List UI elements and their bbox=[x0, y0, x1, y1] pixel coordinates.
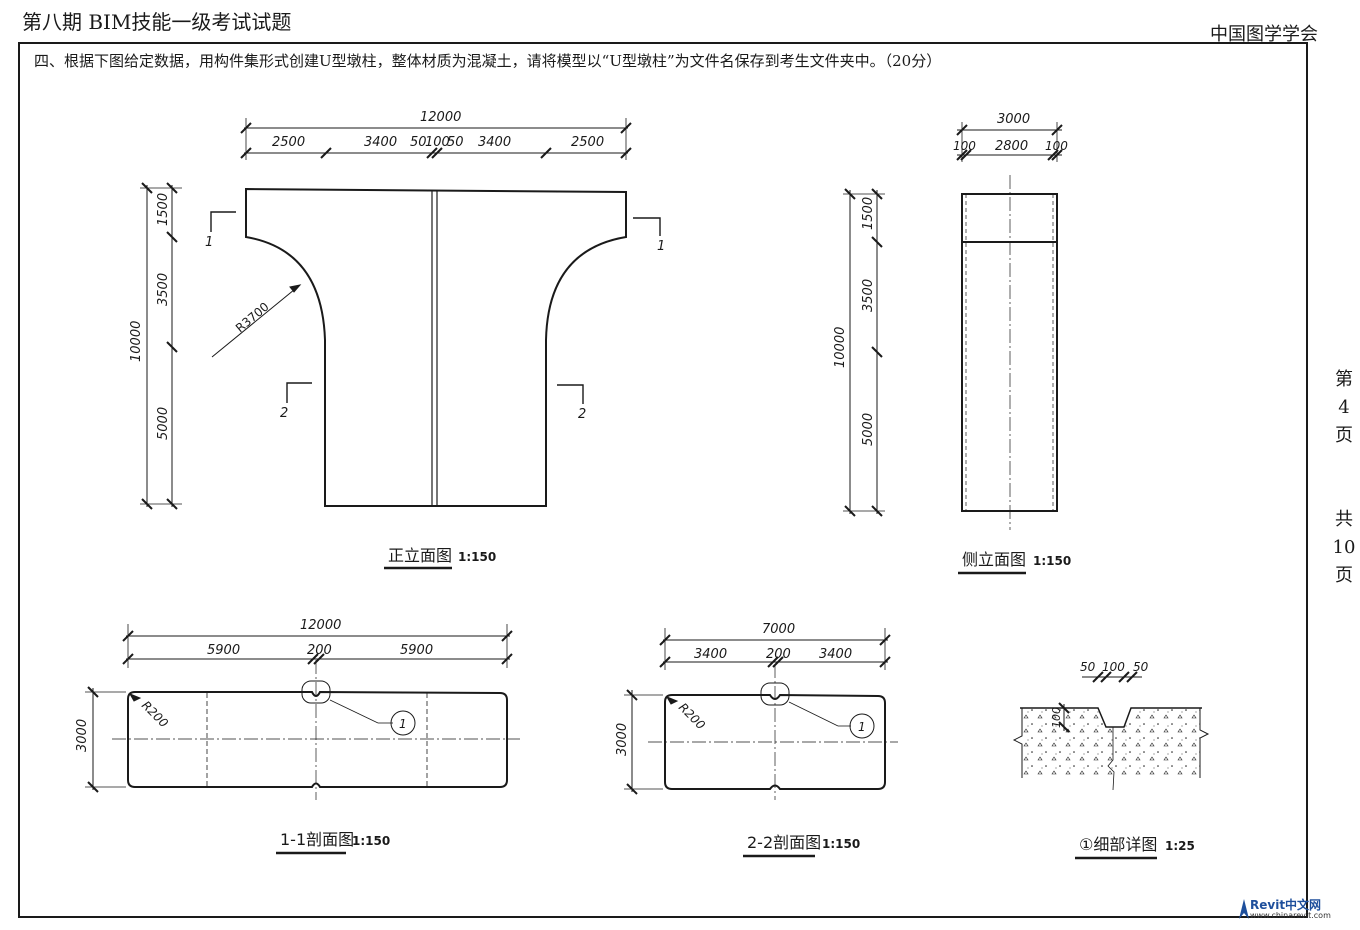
side-dim-left-total: 10000 bbox=[833, 327, 848, 368]
front-radius-label: R3700 bbox=[233, 300, 272, 336]
detail-break-line bbox=[1107, 727, 1115, 791]
detail-scale: 1:25 bbox=[1165, 839, 1195, 853]
detail-outline bbox=[1020, 707, 1202, 728]
front-elevation-view: R3700 1 1 2 2 12000 2500 3400 50 100 50 … bbox=[129, 110, 665, 570]
front-dim-left: 5000 bbox=[156, 407, 171, 440]
front-dim-left: 3500 bbox=[156, 273, 171, 306]
side-dim: 2800 bbox=[995, 139, 1028, 154]
page-char: 4 bbox=[1338, 397, 1350, 418]
section11-dim: 200 bbox=[307, 643, 332, 658]
cut-mark-label: 1 bbox=[205, 235, 213, 250]
section11-title: 1-1剖面图 bbox=[280, 830, 354, 849]
detail-concrete-fill bbox=[1022, 708, 1200, 778]
cut-mark-label: 2 bbox=[280, 406, 288, 421]
front-outline bbox=[245, 187, 627, 507]
section22-dim: 3400 bbox=[694, 647, 727, 662]
cut-mark-1-right bbox=[633, 217, 661, 236]
page-number: 第 4 页 共 10 页 bbox=[1328, 366, 1360, 590]
section22-dim-total: 7000 bbox=[762, 622, 795, 637]
front-dim: 2500 bbox=[571, 135, 604, 150]
side-dim-left: 5000 bbox=[861, 413, 876, 446]
detail-dim: 50 bbox=[1133, 660, 1149, 674]
front-dim: 100 bbox=[425, 135, 450, 150]
front-view-title: 正立面图 bbox=[388, 546, 452, 565]
side-view-title: 侧立面图 bbox=[962, 550, 1026, 569]
section11-outline bbox=[127, 690, 508, 788]
cut-mark-1-left bbox=[210, 211, 236, 232]
side-outline bbox=[961, 193, 1058, 512]
detail-break-line bbox=[1012, 708, 1023, 778]
front-dim-left: 1500 bbox=[156, 193, 171, 226]
detail-ref-label: 1 bbox=[399, 717, 407, 731]
section11-scale: 1:150 bbox=[352, 834, 390, 848]
front-dim-left-total: 10000 bbox=[129, 321, 144, 362]
side-dim-left: 1500 bbox=[861, 197, 876, 230]
watermark-brand: Revit中文网 bbox=[1250, 898, 1322, 912]
side-view-scale: 1:150 bbox=[1033, 554, 1071, 568]
detail-ref-label: 1 bbox=[858, 720, 866, 734]
detail-dim: 100 bbox=[1102, 660, 1125, 674]
front-view-scale: 1:150 bbox=[458, 550, 496, 564]
front-dim: 50 bbox=[447, 135, 464, 150]
page-char: 10 bbox=[1332, 537, 1356, 558]
side-dim-left: 3500 bbox=[861, 279, 876, 312]
section11-radius: R200 bbox=[139, 698, 171, 730]
exam-title: 第八期 BIM技能一级考试试题 bbox=[22, 10, 292, 34]
front-dim-total: 12000 bbox=[420, 110, 461, 125]
watermark-site: www.chinarevit.com bbox=[1250, 911, 1331, 920]
detail-dim: 50 bbox=[1080, 660, 1096, 674]
side-dim: 100 bbox=[1045, 139, 1068, 153]
section22-outline bbox=[664, 693, 886, 790]
section22-title: 2-2剖面图 bbox=[747, 833, 821, 852]
drawing-frame bbox=[18, 42, 1308, 918]
page-char: 共 bbox=[1335, 509, 1353, 530]
page-char: 第 bbox=[1335, 369, 1353, 390]
radius-arrow bbox=[289, 284, 302, 293]
detail-break-line bbox=[1199, 708, 1210, 778]
cut-mark-label: 2 bbox=[578, 407, 586, 422]
section-2-2-view: 1 R200 7000 3400 200 3400 3000 2-2剖面图 1:… bbox=[615, 622, 898, 858]
section22-dim-left: 3000 bbox=[615, 723, 630, 756]
page-char: 页 bbox=[1335, 565, 1353, 586]
section11-dim: 5900 bbox=[207, 643, 240, 658]
watermark-logo-icon bbox=[1239, 899, 1249, 919]
detail-title: ①细部详图 bbox=[1079, 835, 1157, 854]
side-elevation-view: 3000 100 2800 100 10000 1500 3500 5000 侧… bbox=[833, 112, 1071, 575]
cut-mark-2-left bbox=[286, 382, 312, 403]
section11-dim-left: 3000 bbox=[75, 719, 90, 752]
section22-dim: 3400 bbox=[819, 647, 852, 662]
radius-leader bbox=[211, 284, 301, 358]
front-dim: 3400 bbox=[478, 135, 511, 150]
section22-radius: R200 bbox=[676, 700, 708, 732]
section22-dim: 200 bbox=[766, 647, 791, 662]
front-dim: 50 bbox=[410, 135, 427, 150]
section-1-1-view: 1 R200 12000 5900 200 5900 3000 1-1剖面图 1… bbox=[75, 618, 520, 855]
watermark: Revit中文网 www.chinarevit.com bbox=[1250, 896, 1331, 920]
side-dim-total: 3000 bbox=[997, 112, 1030, 127]
section11-dim: 5900 bbox=[400, 643, 433, 658]
cut-mark-label: 1 bbox=[657, 239, 665, 254]
section22-scale: 1:150 bbox=[822, 837, 860, 851]
detail-dim-left: 100 bbox=[1050, 707, 1063, 728]
front-dim: 3400 bbox=[364, 135, 397, 150]
organization-name: 中国图学学会 bbox=[1210, 24, 1318, 45]
section11-dim-total: 12000 bbox=[300, 618, 341, 633]
question-text: 四、根据下图给定数据，用构件集形式创建U型墩柱，整体材质为混凝土，请将模型以“U… bbox=[34, 52, 942, 70]
front-dim: 2500 bbox=[272, 135, 305, 150]
page-char: 页 bbox=[1335, 425, 1353, 446]
side-dim: 100 bbox=[953, 139, 976, 153]
detail-view: 50 100 50 100 ①细部详图 1:25 bbox=[1012, 660, 1210, 860]
cut-mark-2-right bbox=[557, 384, 584, 404]
section11-hidden-line bbox=[206, 693, 428, 787]
